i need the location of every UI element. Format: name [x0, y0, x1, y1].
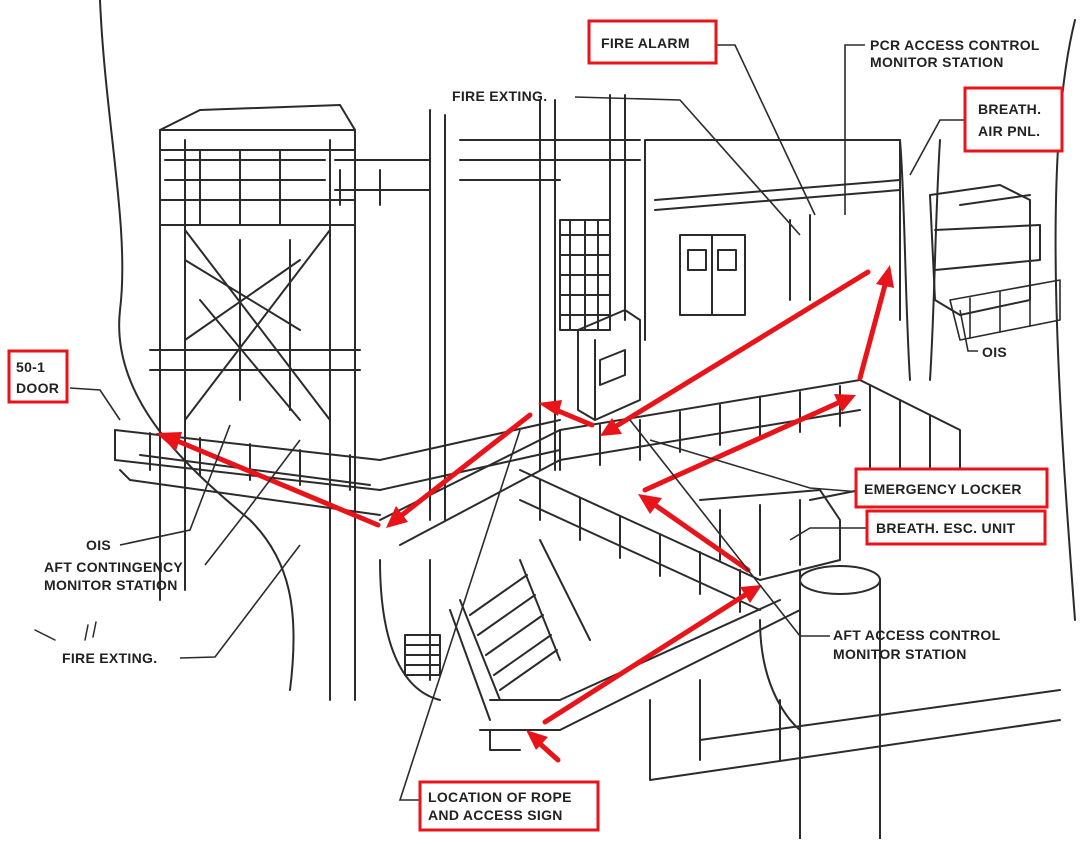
emergency-locker-text: EMERGENCY LOCKER [864, 481, 1022, 497]
pcr-access-control-label: PCR ACCESS CONTROL MONITOR STATION [870, 37, 1040, 70]
fire-alarm-text: FIRE ALARM [601, 35, 690, 51]
fire-exting-bottom-text: FIRE EXTING. [62, 650, 157, 666]
structure-drawing [99, 0, 1076, 840]
aft-access-text-1: AFT ACCESS CONTROL [833, 627, 1001, 643]
fire-extinguisher-top-label: FIRE EXTING. [452, 88, 547, 104]
aft-contingency-text-1: AFT CONTINGENCY [44, 559, 183, 575]
rope-access-sign-label: LOCATION OF ROPE AND ACCESS SIGN [418, 780, 600, 832]
fire-exting-top-text: FIRE EXTING. [452, 88, 547, 104]
ois-left-text: OIS [86, 537, 111, 553]
pcr-access-text-1: PCR ACCESS CONTROL [870, 37, 1040, 53]
fire-alarm-label: FIRE ALARM [587, 19, 718, 65]
aft-access-control-label: AFT ACCESS CONTROL MONITOR STATION [833, 627, 1001, 662]
breath-esc-unit-text: BREATH. ESC. UNIT [876, 520, 1016, 536]
rope-text-2: AND ACCESS SIGN [428, 807, 563, 823]
scratch-marks [34, 621, 97, 641]
evacuation-route-arrows [156, 265, 894, 763]
ois-right-text: OIS [982, 344, 1007, 360]
breath-air-panel-label: BREATH. AIR PNL. [963, 86, 1064, 153]
breath-air-text-2: AIR PNL. [978, 123, 1040, 139]
rope-text-1: LOCATION OF ROPE [428, 789, 572, 805]
breath-esc-unit-label: BREATH. ESC. UNIT [865, 509, 1047, 546]
aft-contingency-label: AFT CONTINGENCY MONITOR STATION [44, 559, 183, 593]
ois-left-label: OIS [86, 537, 111, 553]
breath-air-text-1: BREATH. [978, 101, 1041, 117]
door-text-2: DOOR [16, 380, 59, 396]
emergency-locker-label: EMERGENCY LOCKER [854, 467, 1049, 509]
aft-access-text-2: MONITOR STATION [833, 646, 967, 662]
fire-extinguisher-bottom-label: FIRE EXTING. [62, 650, 157, 666]
pcr-access-text-2: MONITOR STATION [870, 54, 1004, 70]
door-text-1: 50-1 [16, 359, 45, 375]
ois-right-label: OIS [982, 344, 1007, 360]
door-50-1-label: 50-1 DOOR [7, 349, 69, 404]
right-platform-rail [949, 279, 1061, 341]
aft-contingency-text-2: MONITOR STATION [44, 577, 178, 593]
